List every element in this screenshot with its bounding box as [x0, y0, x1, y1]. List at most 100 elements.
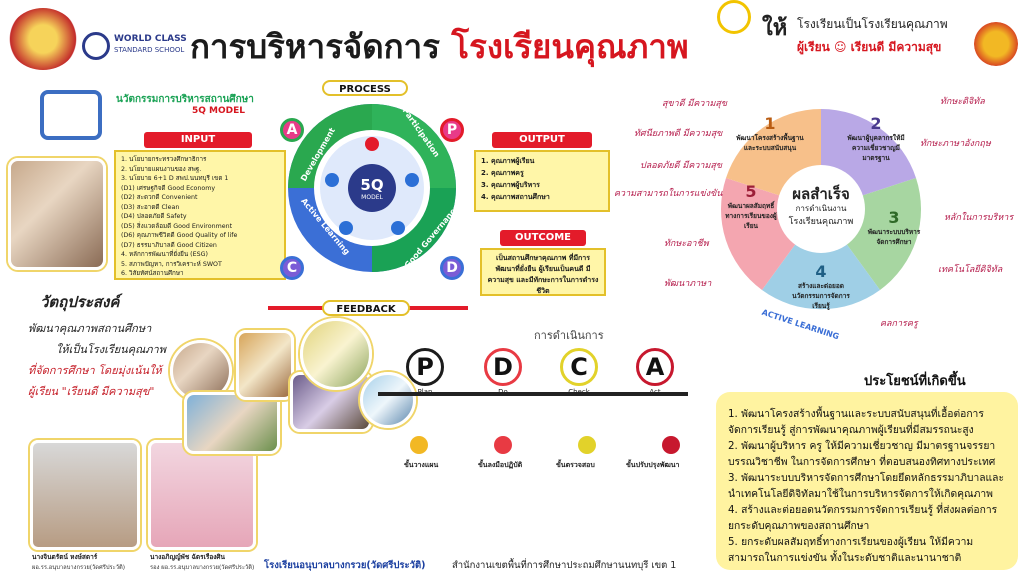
q-node — [405, 173, 419, 187]
director-role: ผอ.รร.อนุบาลบางกรวย(วัดศรีประวัติ) — [32, 565, 126, 571]
model-center-text: 5Q — [360, 176, 384, 194]
side-label-right-4: เทคโนโลยีดิจิทัล — [938, 265, 1003, 275]
standard-school-text: STANDARD SCHOOL — [114, 46, 185, 54]
feedback-label: FEEDBACK — [322, 300, 410, 316]
segment-3-number: 3 — [888, 208, 900, 227]
model-name: 5Q MODEL — [192, 106, 246, 116]
output-item: 3. คุณภาพผู้บริหาร — [481, 181, 540, 189]
input-item: 4. หลักการพัฒนาที่ยั่งยืน (ESG) — [121, 251, 208, 258]
segment-3-label: 3 พัฒนาระบบบริหารจัดการศึกษา — [866, 208, 922, 247]
benefits-panel: ประโยชน์ที่เกิดขึ้น 1. พัฒนาโครงสร้างพื้… — [716, 374, 1018, 570]
input-item: 6. วิสัยทัศน์สถานศึกษา — [121, 270, 184, 277]
title-part2: โรงเรียนคุณภาพ — [451, 27, 689, 66]
director-name: นางจินตรัตน์ หงษ์สตาร์ — [32, 553, 98, 561]
5q-model-diagram — [288, 104, 456, 272]
pdca-act-circle: A — [636, 348, 674, 386]
side-label-left-4: ความสามารถในการแข่งขัน — [614, 189, 723, 199]
checklist-icon — [578, 436, 596, 454]
objective-line-1: พัฒนาคุณภาพสถานศึกษา — [28, 322, 152, 335]
cycle-icon — [494, 436, 512, 454]
outcome-text: เป็นสถานศึกษาคุณภาพ ที่มีการพัฒนาที่ยั่ง… — [480, 248, 606, 296]
world-class-logo: WORLD CLASS STANDARD SCHOOL — [82, 30, 192, 64]
input-item: 3. นโยบาย 6+1 D สพป.นนทบุรี เขต 1 — [121, 175, 229, 182]
segment-5-number: 5 — [745, 182, 757, 201]
results-center-sub2: โรงเรียนคุณภาพ — [788, 217, 854, 227]
benefit-item: 3. พัฒนาระบบบริหารจัดการศึกษาโดยยึดหลักธ… — [728, 472, 1005, 500]
activity-photo-1 — [170, 340, 232, 402]
objective-line-4: ผู้เรียน "เรียนดี มีความสุข" — [28, 385, 155, 398]
results-center-sub: การดำเนินงาน — [795, 204, 847, 213]
output-item: 4. คุณภาพสถานศึกษา — [481, 193, 550, 201]
input-item: (D6) คุณภาพชีวิตดี Good Quality of life — [121, 232, 238, 239]
side-label-left-2: ทัศนียภาพดี มีความสุข — [634, 129, 723, 139]
objective-line-3: ที่จัดการศึกษา โดยมุ่งเน้นให้ — [28, 364, 162, 377]
page-title: การบริหารจัดการ โรงเรียนคุณภาพ — [190, 20, 689, 73]
gear-icon — [662, 436, 680, 454]
obec-logo — [40, 90, 102, 140]
model-center-sub: MODEL — [361, 194, 383, 201]
q-node — [325, 173, 339, 187]
activity-photo-5 — [300, 318, 372, 390]
input-item: (D3) สะอาดดี Clean — [121, 203, 180, 211]
pdca-step-check: ขั้นตรวจสอบ — [556, 461, 595, 469]
side-label-right-3: หลักในการบริหาร — [944, 213, 1014, 223]
q-node — [391, 221, 405, 235]
side-label-left-3: ปลอดภัยดี มีความสุข — [640, 161, 723, 171]
segment-2-text: พัฒนาผู้บุคลากรให้มีความเชี่ยวชาญมีมาตรฐ… — [847, 134, 905, 162]
segment-1-label: 1 พัฒนาโครงสร้างพื้นฐานและระบบสนับสนุน — [736, 114, 804, 153]
side-label-left-5: ทักษะอาชีพ — [664, 239, 709, 249]
bulb-icon — [410, 436, 428, 454]
segment-3-text: พัฒนาระบบบริหารจัดการศึกษา — [867, 228, 921, 246]
input-item: (D7) ธรรมาภิบาลดี Good Citizen — [121, 241, 217, 249]
sun-icon — [717, 0, 751, 34]
activity-photo-2 — [184, 392, 280, 454]
outcome-label: OUTCOME — [500, 230, 586, 246]
output-item: 2. คุณภาพครู — [481, 169, 524, 177]
objective-heading: วัตถุประสงค์ — [40, 293, 120, 311]
objective-text: พัฒนาคุณภาพสถานศึกษา ให้เป็นโรงเรียนคุณภ… — [28, 318, 188, 402]
input-item: 5. สภาพปัญหา, การวิเคราะห์ SWOT — [121, 260, 222, 268]
input-item: (D2) สะดวกดี Convenient — [121, 194, 198, 201]
segment-2-number: 2 — [870, 114, 882, 133]
pdca-check-circle: C — [560, 348, 598, 386]
footer-school: โรงเรียนอนุบาลบางกรวย(วัดศรีประวัติ) — [264, 560, 426, 571]
letter-a: A — [280, 118, 304, 142]
output-item: 1. คุณภาพผู้เรียน — [481, 157, 535, 165]
wheel-segment-4 — [762, 209, 880, 310]
pdca-plan-circle: P — [406, 348, 444, 386]
quality-school-text: โรงเรียนเป็นโรงเรียนคุณภาพ — [797, 17, 948, 31]
output-list: 1. คุณภาพผู้เรียน 2. คุณภาพครู 3. คุณภาพ… — [474, 150, 610, 212]
input-item: (D4) ปลอดภัยดี Safety — [121, 213, 187, 220]
input-label: INPUT — [144, 132, 252, 148]
segment-4-text: สร้างและต่อยอดนวัตกรรมการจัดการเรียนรู้ — [792, 282, 850, 310]
results-center-title: ผลสำเร็จ — [792, 185, 850, 203]
pdca-step-do: ขั้นลงมือปฏิบัติ — [478, 461, 523, 469]
segment-4-label: 4 สร้างและต่อยอดนวัตกรรมการจัดการเรียนรู… — [788, 262, 854, 311]
side-label-left-1: สุขาดี มีความสุข — [662, 99, 728, 109]
deputy-director-photo — [148, 440, 256, 550]
letter-c: C — [280, 256, 304, 280]
side-label-right-1: ทักษะดิจิทัล — [940, 97, 985, 107]
activity-photo-3 — [236, 330, 294, 400]
input-item: (D5) สิ่งแวดล้อมดี Good Environment — [121, 222, 233, 230]
meeting-photo — [8, 158, 106, 270]
letter-p: P — [440, 118, 464, 142]
director-photo — [30, 440, 140, 550]
pdca-connector — [378, 392, 688, 396]
results-wheel — [720, 109, 922, 310]
input-list: 1. นโยบายกระทรวงศึกษาธิการ 2. นโยบายแผนง… — [114, 150, 286, 280]
wheel-center — [777, 165, 865, 253]
pdca-do-circle: D — [484, 348, 522, 386]
pdca-plan-label: Plan — [417, 388, 433, 396]
input-item: 2. นโยบายแผนงานของ สพฐ. — [121, 165, 202, 173]
benefit-item: 2. พัฒนาผู้บริหาร ครู ให้มีความเชี่ยวชาญ… — [728, 440, 996, 468]
pdca-heading: การดำเนินการ — [534, 329, 604, 342]
output-label: OUTPUT — [492, 132, 592, 148]
input-item: (D1) เศรษฐกิจดี Good Economy — [121, 184, 216, 192]
deputy-name: นางอภิญญ์พัช ฉัตรเรืองศิน — [150, 553, 225, 561]
process-label: PROCESS — [322, 80, 408, 96]
innovation-title: นวัตกรรมการบริหารสถานศึกษา — [116, 94, 254, 105]
pdca-check-label: Check — [568, 388, 590, 396]
segment-5-label: 5 พัฒนาผลสัมฤทธิ์ทางการเรียนของผู้เรียน — [722, 182, 780, 231]
activity-photo-6 — [360, 372, 416, 428]
